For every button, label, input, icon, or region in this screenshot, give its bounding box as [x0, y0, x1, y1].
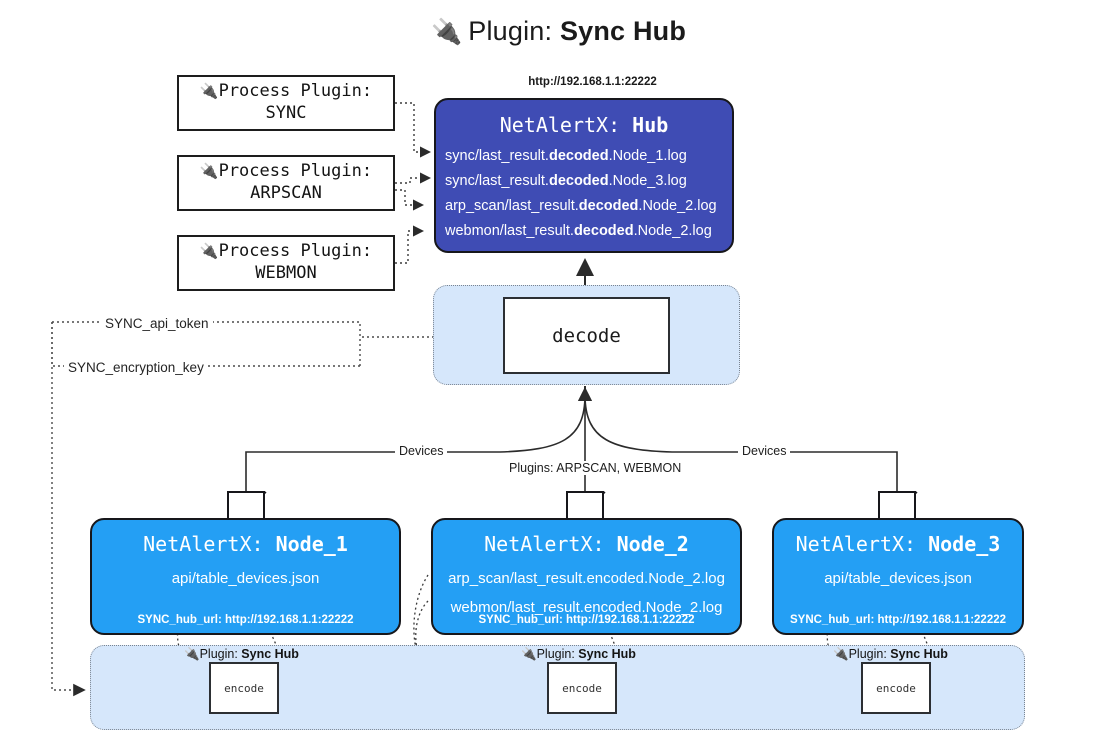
node-1[interactable]: NetAlertX: Node_1 api/table_devices.json…: [90, 518, 401, 635]
process-plugin-name: SYNC: [265, 103, 307, 123]
node-title-name: Node_2: [616, 532, 689, 556]
node-hub-url: SYNC_hub_url: http://192.168.1.1:22222: [789, 614, 1007, 626]
plugin-label-node-1: 🔌Plugin: Sync Hub: [184, 646, 299, 662]
log-pre: arp_scan/last_result.: [445, 197, 579, 214]
process-plugin-label: Process Plugin:: [218, 161, 373, 182]
process-plugin-label: Process Plugin:: [218, 81, 373, 102]
page-title-lead: Plugin:: [468, 16, 560, 46]
process-plugin-webmon[interactable]: 🔌Process Plugin: WEBMON: [177, 235, 395, 291]
log-pre: sync/last_result.: [445, 148, 549, 164]
plugin-label-node-3: 🔌Plugin: Sync Hub: [833, 646, 948, 662]
log-post: .Node_3.log: [608, 172, 687, 189]
node-resource-line: webmon/last_result.encoded.Node_2.log: [450, 598, 723, 616]
plugin-label-strong: Sync Hub: [241, 647, 299, 661]
envelope-icon: [566, 491, 604, 523]
log-pre: webmon/last_result.: [445, 222, 574, 239]
page-title-strong: Sync Hub: [559, 16, 687, 46]
edge-label-devices-left: Devices: [395, 444, 448, 458]
encode-box-node-2[interactable]: encode: [547, 662, 617, 714]
process-plugin-arpscan[interactable]: 🔌Process Plugin: ARPSCAN: [177, 155, 395, 211]
plug-icon: 🔌: [430, 18, 463, 46]
hub-title: NetAlertX: Hub: [436, 113, 732, 137]
decode-box[interactable]: decode: [503, 297, 670, 374]
plugin-label-lead: Plugin:: [199, 647, 242, 661]
hub-url-label: http://192.168.1.1:22222: [528, 76, 657, 88]
hub-title-prefix: NetAlertX:: [499, 113, 633, 137]
node-hub-url: SYNC_hub_url: http://192.168.1.1:22222: [478, 614, 695, 626]
plugin-label-node-2: 🔌Plugin: Sync Hub: [521, 646, 636, 662]
log-mid: decoded: [578, 197, 639, 214]
sync-api-token-label: SYNC_api_token: [101, 316, 213, 331]
node-hub-url: SYNC_hub_url: http://192.168.1.1:22222: [137, 614, 354, 626]
hub-log-list: sync/last_result.decoded.Node_1.log sync…: [436, 144, 732, 244]
log-pre: sync/last_result.: [445, 172, 549, 189]
sync-encryption-key-label: SYNC_encryption_key: [64, 360, 208, 375]
node-title: NetAlertX: Node_1: [92, 532, 399, 556]
process-plugin-label: Process Plugin:: [218, 241, 373, 262]
plugin-label-strong: Sync Hub: [890, 647, 948, 661]
log-mid: decoded: [548, 148, 609, 164]
node-title-name: Node_3: [928, 532, 1001, 556]
log-post: .Node_1.log: [608, 148, 687, 164]
node-resource-line: arp_scan/last_result.encoded.Node_2.log: [448, 570, 725, 587]
node-title-prefix: NetAlertX:: [143, 532, 276, 556]
plug-icon: 🔌: [199, 162, 219, 181]
plug-icon: 🔌: [184, 646, 200, 661]
hub-log-line: sync/last_result.decoded.Node_1.log: [445, 144, 732, 169]
page-title: 🔌Plugin: Sync Hub: [0, 16, 1117, 47]
plug-icon: 🔌: [199, 242, 219, 261]
process-plugin-name: WEBMON: [255, 263, 317, 283]
node-3[interactable]: NetAlertX: Node_3 api/table_devices.json…: [772, 518, 1024, 635]
log-post: .Node_2.log: [638, 197, 717, 214]
plug-icon: 🔌: [521, 646, 537, 661]
edge-label-devices-right: Devices: [738, 444, 791, 458]
process-plugin-name: ARPSCAN: [250, 183, 322, 203]
node-title-prefix: NetAlertX:: [484, 532, 617, 556]
plugin-label-lead: Plugin:: [848, 647, 891, 661]
encode-box-node-3[interactable]: encode: [861, 662, 931, 714]
edge-label-plugins: Plugins: ARPSCAN, WEBMON: [505, 461, 686, 475]
hub-title-name: Hub: [632, 113, 669, 137]
log-mid: decoded: [548, 172, 609, 189]
node-2[interactable]: NetAlertX: Node_2 arp_scan/last_result.e…: [431, 518, 742, 635]
plug-icon: 🔌: [833, 646, 849, 661]
log-post: .Node_2.log: [633, 222, 712, 239]
node-title-prefix: NetAlertX:: [795, 532, 929, 556]
plug-icon: 🔌: [199, 82, 219, 101]
process-plugin-sync[interactable]: 🔌Process Plugin: SYNC: [177, 75, 395, 131]
node-title-name: Node_1: [275, 532, 348, 556]
node-resource-line: api/table_devices.json: [171, 570, 320, 587]
encode-box-node-1[interactable]: encode: [209, 662, 279, 714]
hub-log-line: arp_scan/last_result.decoded.Node_2.log: [445, 194, 732, 219]
plugin-label-lead: Plugin:: [536, 647, 579, 661]
hub-log-line: webmon/last_result.decoded.Node_2.log: [445, 219, 732, 244]
hub-node[interactable]: NetAlertX: Hub sync/last_result.decoded.…: [434, 98, 734, 253]
log-mid: decoded: [573, 222, 634, 239]
plugin-label-strong: Sync Hub: [578, 647, 636, 661]
hub-log-line: sync/last_result.decoded.Node_3.log: [445, 169, 732, 194]
node-title: NetAlertX: Node_3: [774, 532, 1022, 556]
node-title: NetAlertX: Node_2: [433, 532, 740, 556]
node-resource-line: api/table_devices.json: [824, 570, 972, 587]
